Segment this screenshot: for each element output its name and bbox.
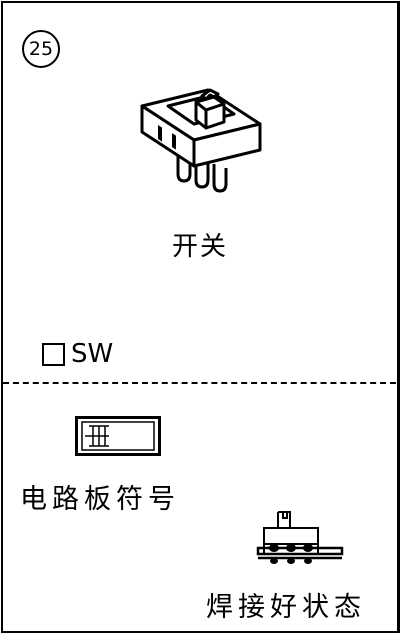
switch-pin-right [212,164,228,193]
item-number-badge: 25 [22,30,60,68]
pcb-symbol-label: 电路板符号 [20,484,180,515]
solder-board [256,546,344,556]
sw-label: SW [71,339,114,369]
soldered-state-illustration [256,511,344,564]
sw-checkbox[interactable] [42,342,65,366]
slide-switch-illustration [140,88,262,193]
switch-body-side [192,122,262,168]
switch-front-slot-1 [158,124,162,142]
solder-body [263,527,319,545]
dashed-divider [3,382,396,384]
switch-actuator-side [204,102,226,130]
component-name: 开关 [171,232,228,262]
pcb-symbol-illustration [75,416,161,456]
soldered-state-label: 焊接好状态 [206,592,366,623]
switch-actuator-tab [200,88,220,101]
solder-actuator [277,511,291,528]
sw-checkbox-row[interactable]: SW [42,337,113,371]
switch-front-slot-2 [172,133,176,150]
